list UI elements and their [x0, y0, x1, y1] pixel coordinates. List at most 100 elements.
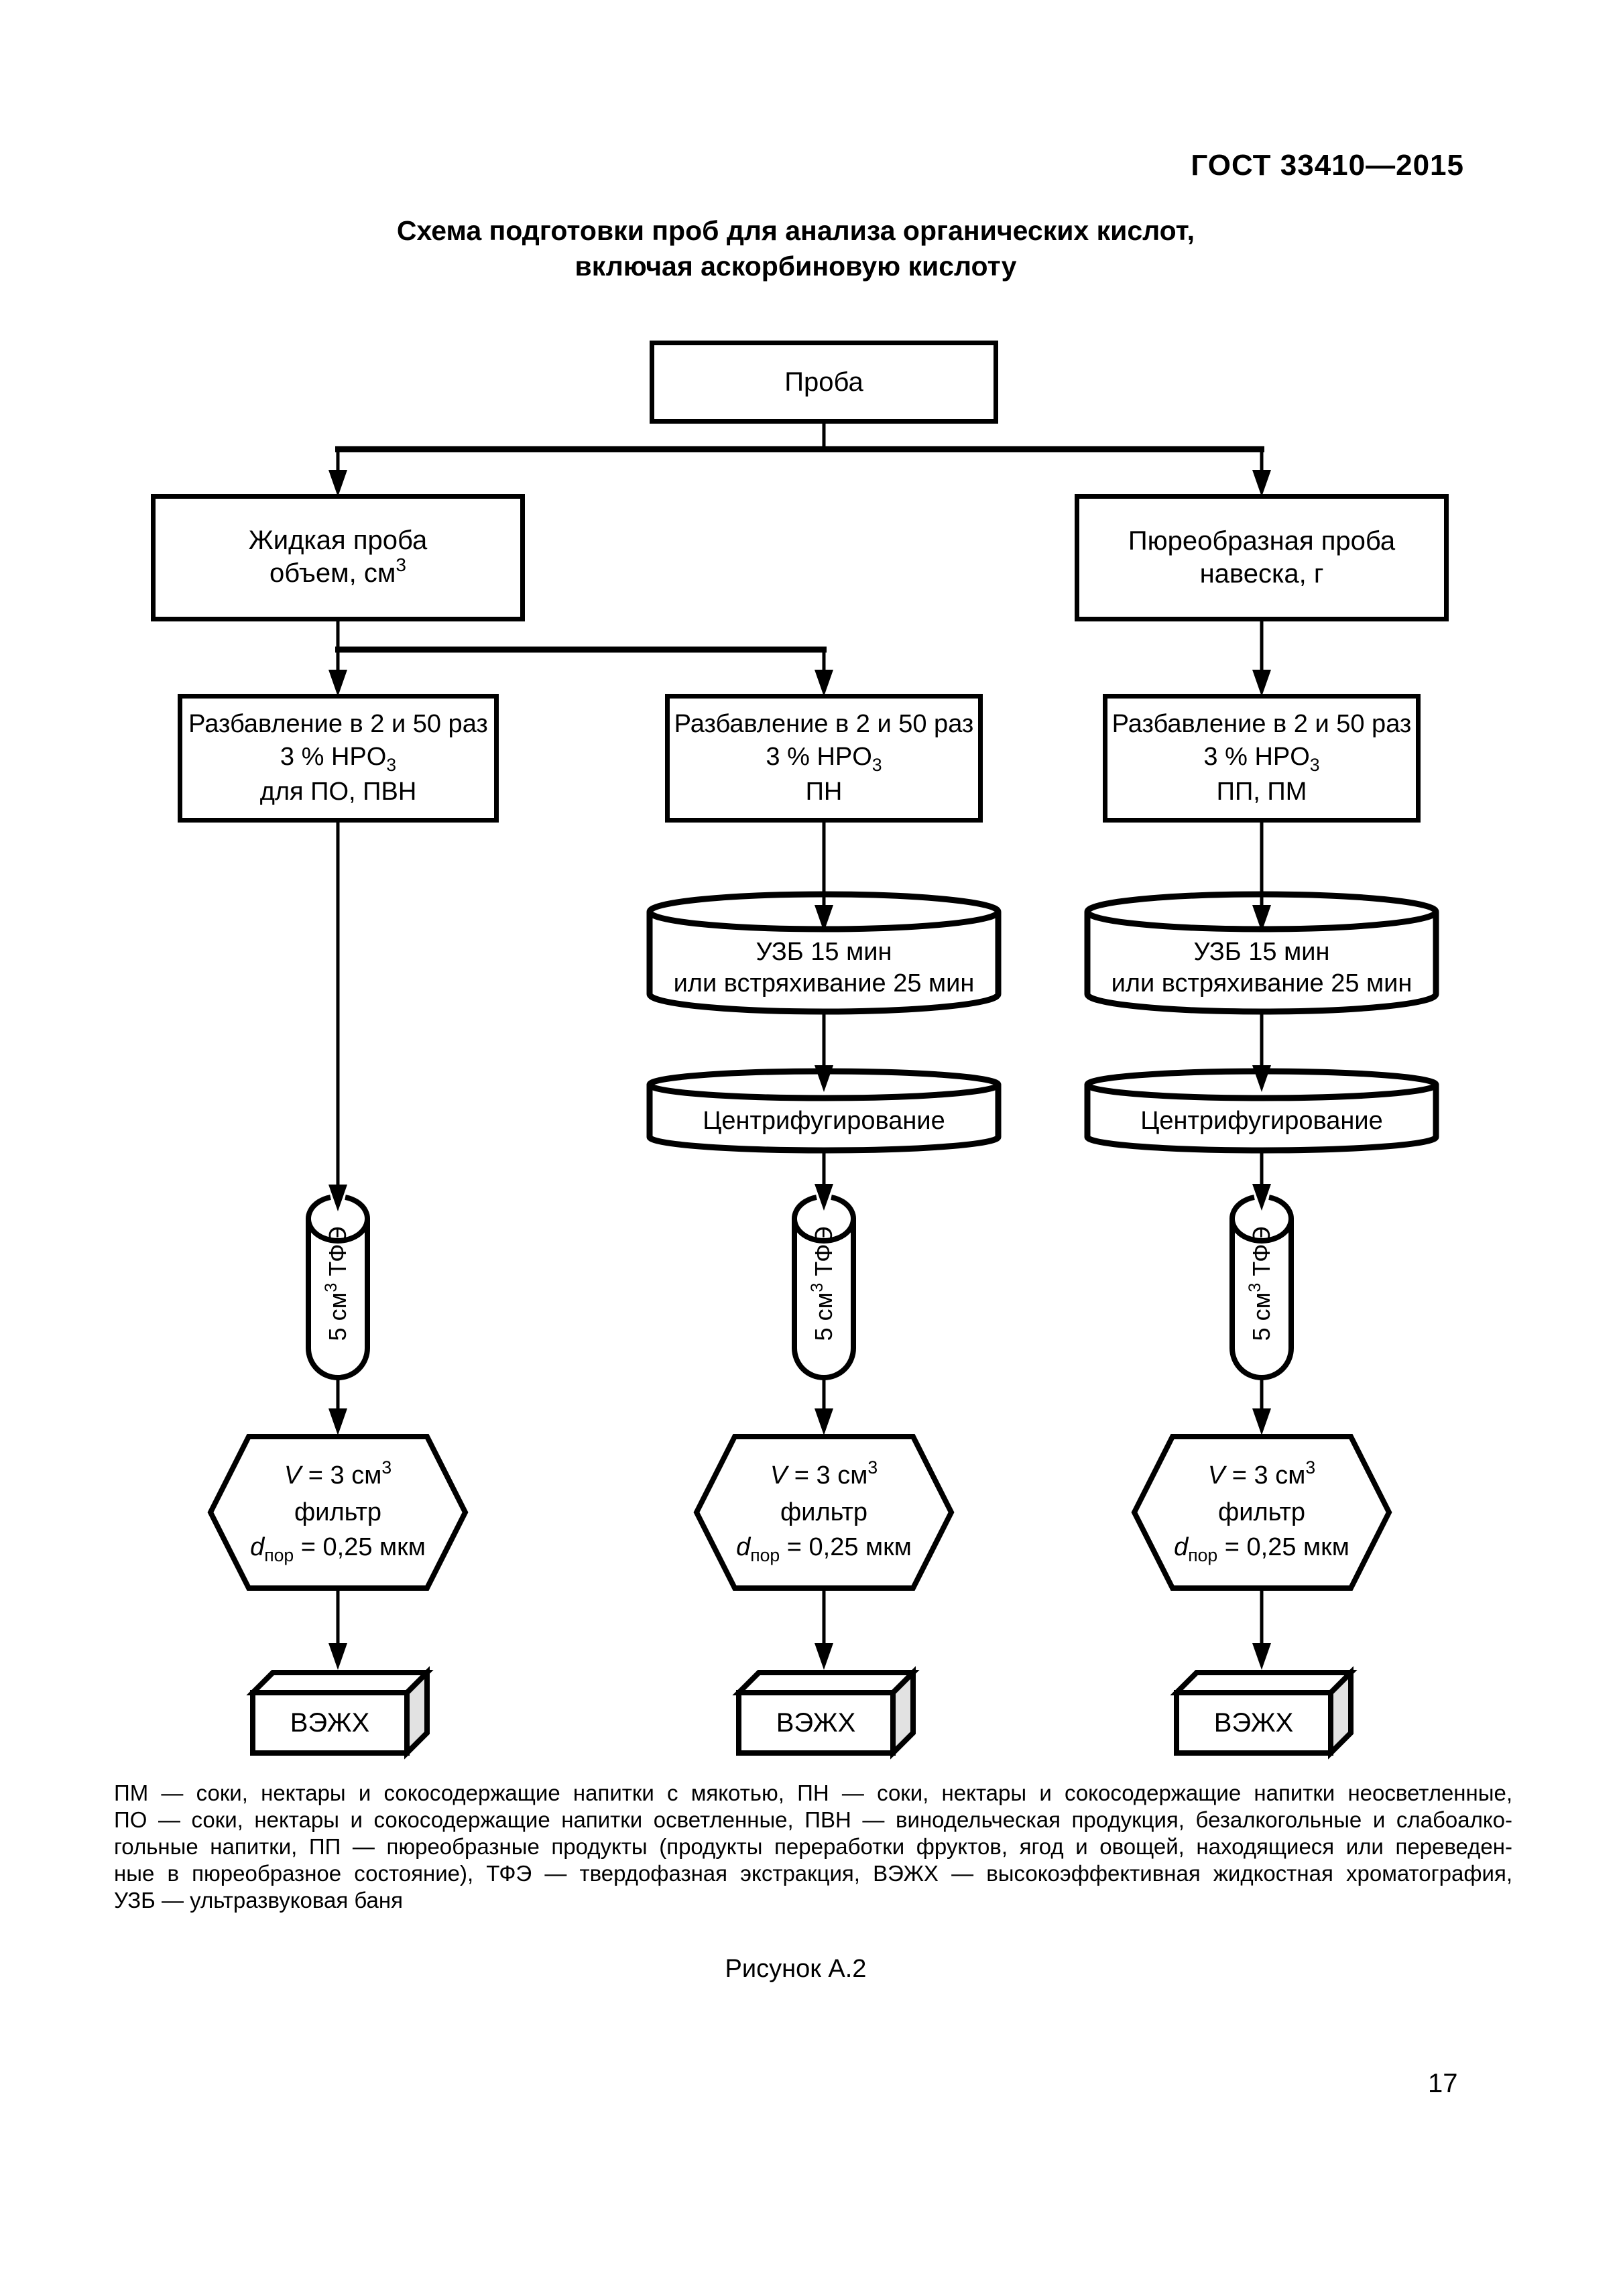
spe-text: 5 см: [324, 1292, 351, 1341]
hplc-3d-box-middle: [732, 1666, 920, 1760]
root-sample-box: Проба: [650, 341, 998, 424]
filter-hexagon-middle: [693, 1434, 955, 1591]
arrowhead: [1252, 905, 1271, 932]
dilution-line1: Разбавление в 2 и 50 раз: [188, 710, 488, 738]
spe-text-suffix: ТФЭ: [1248, 1226, 1275, 1283]
spe-text: 5 см: [1248, 1292, 1275, 1341]
spe-text-suffix: ТФЭ: [810, 1226, 837, 1283]
centrifuge-label-middle: Центрифугирование: [650, 1097, 998, 1145]
filter-line3: dпор = 0,25 мкм: [250, 1530, 426, 1567]
capsule-bottom: [1229, 1347, 1294, 1380]
arrowhead: [815, 670, 833, 697]
figure-caption: Рисунок А.2: [725, 1955, 867, 1983]
capsule-bottom: [792, 1347, 856, 1380]
dilution-box-3: Разбавление в 2 и 50 раз 3 % HPO3 ПП, ПМ: [1103, 694, 1421, 823]
page-number: 17: [1428, 2069, 1458, 2098]
arrowhead: [328, 1185, 347, 1211]
dilution-line3: ПН: [805, 778, 843, 806]
pore-size: = 0,25 мкм: [780, 1533, 912, 1561]
pore-size: = 0,25 мкм: [1217, 1533, 1349, 1561]
liquid-sample-line1: Жидкая проба: [248, 525, 428, 555]
filter-hexagon-left: [207, 1434, 469, 1591]
dilution-line2: 3 % HPO3: [1203, 741, 1319, 776]
hplc-top-face: [246, 1670, 434, 1695]
hplc-top-face: [1170, 1670, 1358, 1695]
liquid-sample-line2: объем, см3: [269, 554, 406, 592]
standard-reference: ГОСТ 33410—2015: [1191, 149, 1464, 182]
arrowhead: [815, 905, 833, 932]
puree-sample-box: Пюреобразная проба навеска, г: [1075, 494, 1449, 621]
hplc-3d-box-left: [246, 1666, 434, 1760]
figure-title-line2: включая аскорбиновую кислоту: [575, 251, 1017, 282]
flow-shapes: [207, 891, 1439, 1760]
footnote-line: ПМ — соки, нектары и сокосодержащие напи…: [114, 1780, 1512, 1805]
cylinder-bottom: [646, 993, 1002, 1015]
root-sample-label: Проба: [784, 367, 863, 397]
cylinder-bottom: [1084, 993, 1439, 1015]
uzb-label-middle: УЗБ 15 мин или встряхивание 25 мин: [650, 933, 998, 1003]
arrowhead: [328, 1408, 347, 1435]
superscript-3: 3: [808, 1282, 827, 1292]
subscript-por: пор: [1188, 1545, 1218, 1565]
flow-arrowheads: [328, 470, 1271, 1670]
arrowhead: [328, 1643, 347, 1670]
var-v: V: [284, 1461, 302, 1490]
hplc-front-face: [736, 1690, 896, 1756]
uzb-line2: или встряхивание 25 мин: [1111, 969, 1412, 998]
hplc-front-face: [250, 1690, 410, 1756]
dilution-line1: Разбавление в 2 и 50 раз: [1111, 710, 1412, 738]
arrowhead: [328, 670, 347, 697]
filter-volume: = 3 см: [1225, 1461, 1306, 1490]
filter-label-right: V = 3 см3 фильтр dпор = 0,25 мкм: [1134, 1457, 1389, 1567]
subscript-por: пор: [264, 1545, 294, 1565]
filter-line1: V = 3 см3: [770, 1457, 878, 1495]
arrowhead: [1252, 470, 1271, 497]
var-d: d: [250, 1533, 265, 1561]
figure-title-line1: Схема подготовки проб для анализа органи…: [396, 215, 1195, 246]
centrifuge-text: Центрифугирование: [703, 1106, 945, 1135]
var-v: V: [770, 1461, 788, 1490]
spe-cartridge-label-middle: 5 см3 ТФЭ: [808, 1226, 838, 1341]
acid-formula: 3 % HPO: [280, 743, 387, 771]
dilution-line3: для ПО, ПВН: [259, 778, 417, 806]
var-v: V: [1207, 1461, 1225, 1490]
hplc-text: ВЭЖХ: [776, 1707, 856, 1738]
spe-cartridge-label-right: 5 см3 ТФЭ: [1246, 1226, 1276, 1341]
liquid-volume-text: объем, см: [269, 558, 396, 588]
arrowhead: [1252, 1643, 1271, 1670]
dilution-box-2: Разбавление в 2 и 50 раз 3 % HPO3 ПН: [665, 694, 983, 823]
arrowhead: [1252, 1065, 1271, 1092]
arrowhead: [1252, 670, 1271, 697]
subscript-por: пор: [750, 1545, 780, 1565]
hplc-text: ВЭЖХ: [290, 1707, 370, 1738]
superscript-3: 3: [381, 1457, 392, 1478]
filter-line3: dпор = 0,25 мкм: [1174, 1530, 1349, 1567]
pore-size: = 0,25 мкм: [294, 1533, 426, 1561]
spe-text: 5 см: [810, 1292, 837, 1341]
hplc-label-left: ВЭЖХ: [253, 1693, 407, 1753]
centrifuge-text: Центрифугирование: [1140, 1106, 1383, 1135]
cylinder-bottom: [1084, 1135, 1439, 1154]
hplc-label-middle: ВЭЖХ: [739, 1693, 893, 1753]
acid-formula: 3 % HPO: [1203, 743, 1310, 771]
dilution-line2: 3 % HPO3: [766, 741, 882, 776]
var-d: d: [736, 1533, 751, 1561]
filter-line3: dпор = 0,25 мкм: [736, 1530, 912, 1567]
filter-line1: V = 3 см3: [284, 1457, 392, 1495]
footnote-line: ные в пюреобразное состояние), ТФЭ — тве…: [114, 1861, 1512, 1886]
superscript-3: 3: [322, 1282, 341, 1292]
superscript-3: 3: [396, 554, 406, 576]
capsule-mouth: [1229, 1195, 1294, 1244]
centrifuge-label-right: Центрифугирование: [1087, 1097, 1436, 1145]
dilution-line1: Разбавление в 2 и 50 раз: [674, 710, 974, 738]
filter-volume: = 3 см: [787, 1461, 868, 1490]
footnote-line: УЗБ — ультразвуковая баня: [114, 1888, 403, 1913]
uzb-line1: УЗБ 15 мин: [1193, 938, 1330, 966]
superscript-3: 3: [1246, 1282, 1265, 1292]
flow-lines: [335, 423, 1264, 1646]
uzb-line1: УЗБ 15 мин: [756, 938, 892, 966]
dilution-line3: ПП, ПМ: [1216, 778, 1307, 806]
filter-hexagon-right: [1131, 1434, 1392, 1591]
